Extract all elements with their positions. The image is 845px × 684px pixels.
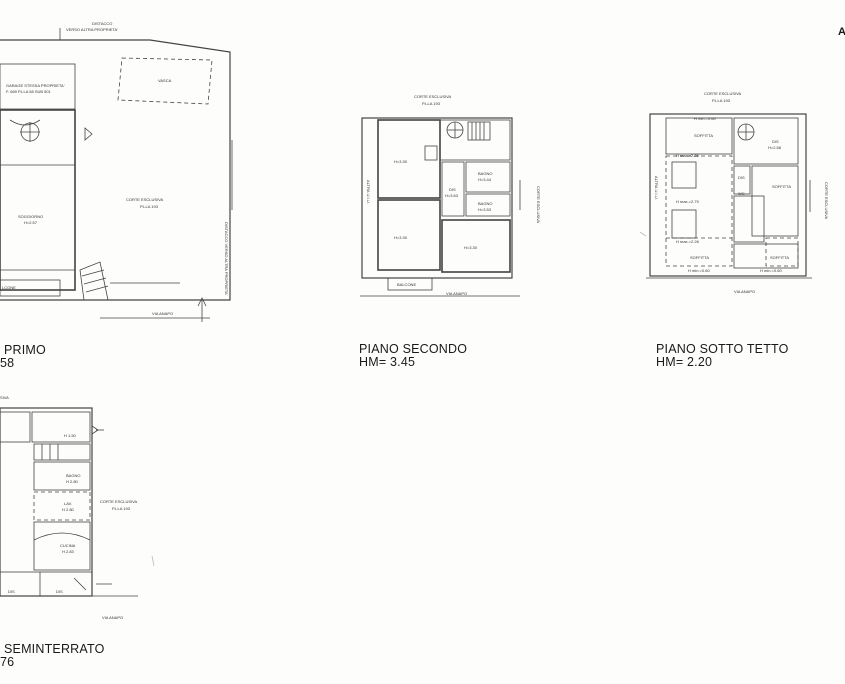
secondo-bagno2-height: H=3.53	[478, 207, 492, 212]
sottotetto-subtitle: HM= 2.20	[656, 355, 713, 369]
piano-sottotetto-plan	[646, 113, 812, 279]
secondo-bagno1-height: H=3.44	[478, 177, 492, 182]
secondo-title: PIANO SECONDO	[359, 342, 468, 356]
secondo-altra-label: ALTRA U.I.U.	[366, 180, 371, 204]
seminterrato-h1-label: H 1.50	[64, 433, 76, 438]
primo-garage-label-2: F. 669 P.LLA 58 SUB 501	[6, 89, 51, 94]
secondo-corte-side-label: CORTE ESCLUSIVA	[536, 186, 541, 224]
sottotetto-hmax-1: H max.=2.26	[676, 153, 699, 158]
sottotetto-altra-label: ALTRA U.I.U.	[654, 176, 659, 200]
sottotetto-title: PIANO SOTTO TETTO	[656, 342, 789, 356]
seminterrato-lav-label: LAV.	[64, 501, 73, 506]
seminterrato-via-label: VIA ANAPO	[102, 615, 124, 620]
seminterrato-title: SEMINTERRATO	[4, 642, 105, 656]
seminterrato-corte-label: CORTE ESCLUSIVA	[100, 499, 138, 504]
secondo-dis-label: DIS	[449, 187, 456, 192]
primo-via-label: VIA ANAPO	[152, 311, 174, 316]
sottotetto-dis2-label: DIS	[772, 139, 779, 144]
primo-distacco-label-2: VERSO ALTRA PROPRIETA'	[66, 27, 118, 32]
sottotetto-hmax-2: H max.=2.70	[676, 199, 699, 204]
seminterrato-bagno-height: H 2.80	[66, 479, 78, 484]
sottotetto-hmin-bottom: H min.=0.60	[688, 268, 710, 273]
seminterrato-dis-1: DIS	[8, 589, 15, 594]
sottotetto-dis-label: DIS	[738, 175, 745, 180]
secondo-subtitle: HM= 3.45	[359, 355, 416, 369]
primo-soggiorno-height: H=2.57	[24, 220, 38, 225]
piano-primo-plan	[0, 28, 233, 322]
primo-balcone-label: LCONE	[2, 285, 16, 290]
sottotetto-soffitta-3: SOFFITTA	[690, 255, 710, 260]
secondo-bagno2-label: BAGNO	[478, 201, 493, 206]
seminterrato-lav-height: H 2.80	[62, 507, 74, 512]
secondo-room3-height: H=3.30	[464, 245, 478, 250]
secondo-room2-height: H=3.30	[394, 235, 408, 240]
sottotetto-soffitta-4: SOFFITTA	[770, 255, 790, 260]
piano-seminterrato-plan	[0, 407, 138, 597]
seminterrato-bagno-label: BAGNO	[66, 473, 81, 478]
seminterrato-cucina-height: H 2.83	[62, 549, 74, 554]
secondo-corte-label-2: P.LLA 193	[422, 101, 440, 106]
secondo-dis-height: H=3.63	[445, 193, 459, 198]
sottotetto-corte-label-2: P.LLA 193	[712, 98, 730, 103]
corner-mark: A	[838, 26, 845, 38]
secondo-room1-height: H=3.30	[394, 159, 408, 164]
sottotetto-soffitta-2: SOFFITTA	[772, 184, 792, 189]
seminterrato-cucina-label: CUCINA	[60, 543, 76, 548]
piano-secondo-plan	[360, 117, 521, 297]
secondo-bagno1-label: BAGNO	[478, 171, 493, 176]
primo-subtitle: 58	[0, 356, 15, 370]
sottotetto-hmin-top: H min.=0.60	[694, 116, 716, 121]
primo-title: PRIMO	[4, 343, 46, 357]
seminterrato-corte-label-2: P.LLA 193	[112, 506, 130, 511]
secondo-balcone-label: BALCONE	[397, 282, 417, 287]
secondo-via-label: VIA ANAPO	[446, 291, 468, 296]
primo-vasca-label: VASCA	[158, 78, 172, 83]
sottotetto-wc-label: WC	[738, 191, 745, 196]
primo-soggiorno-label: SOGGIORNO	[18, 214, 44, 219]
sottotetto-corte-label: CORTE ESCLUSIVA	[704, 91, 742, 96]
sottotetto-dis2-height: H=2.58	[768, 145, 782, 150]
primo-corte-label: CORTE ESCLUSIVA	[126, 197, 164, 202]
sottotetto-via-label: VIA ANAPO	[734, 289, 756, 294]
seminterrato-top-label: SIVA	[0, 395, 9, 400]
primo-distacco-side-label: DISTACCO VERSO ALTRA PROPRIETA'	[224, 222, 229, 296]
secondo-corte-label: CORTE ESCLUSIVA	[414, 94, 452, 99]
primo-distacco-label: DISTACCO	[92, 21, 113, 26]
primo-corte-label-2: P.LLA 193	[140, 204, 158, 209]
primo-garage-label: GARAGE STESSA PROPRIETA'	[6, 83, 65, 88]
sottotetto-hmin-bottom-2: H min.=0.60	[760, 268, 782, 273]
sottotetto-soffitta-1: SOFFITTA	[694, 133, 714, 138]
sottotetto-corte-side-label: CORTE ESCLUSIVA	[824, 182, 829, 220]
sottotetto-hmax-3: H max.=2.26	[676, 239, 699, 244]
seminterrato-subtitle: 76	[0, 655, 15, 669]
seminterrato-dis-2: DIS	[56, 589, 63, 594]
